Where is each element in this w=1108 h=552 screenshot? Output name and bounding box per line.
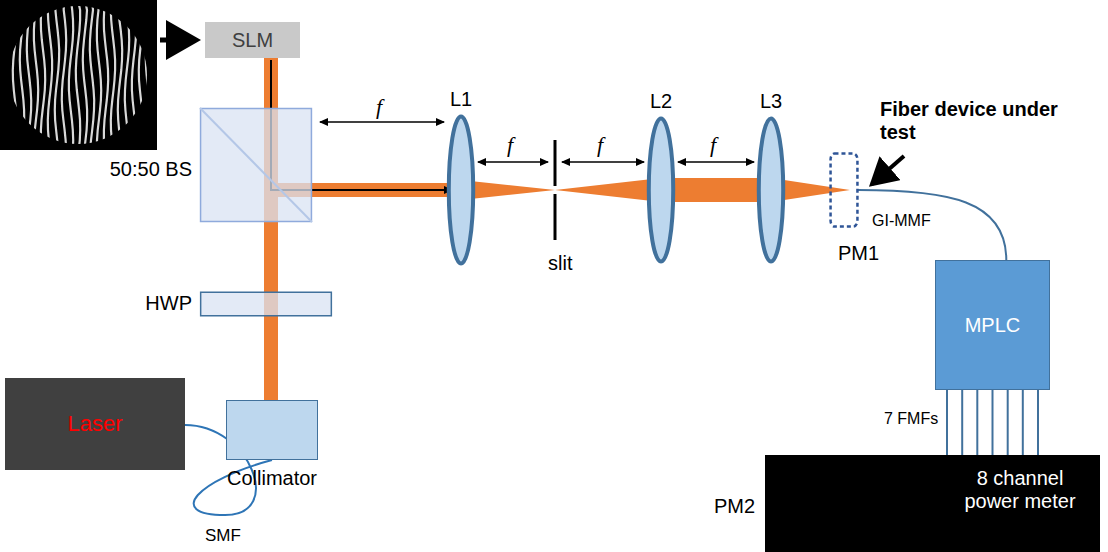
- node-label: 8 channel power meter: [950, 467, 1090, 513]
- fringe-line: [27, 0, 31, 150]
- fringe-line: [104, 0, 108, 150]
- distance-arrow: [478, 161, 548, 163]
- fringe-line: [41, 0, 45, 150]
- node-label: Collimator: [227, 467, 317, 490]
- focal-length-label: f: [376, 94, 382, 119]
- label-holder: MPLC: [936, 261, 1049, 389]
- image-arrow: [160, 38, 196, 43]
- fringe-line: [76, 0, 80, 150]
- node-label: 50:50 BS: [110, 158, 192, 181]
- pointer-arrow: [872, 156, 904, 184]
- distance-arrow: [678, 161, 754, 163]
- node-label: L3: [760, 90, 782, 113]
- fiber-connector: [858, 190, 1006, 260]
- lens: L3: [758, 117, 784, 263]
- lens: L2: [648, 117, 674, 263]
- node-label: SLM: [232, 29, 273, 52]
- collimated-beam: [661, 178, 771, 202]
- lens-outline: [448, 115, 474, 265]
- distance-arrow: [320, 121, 444, 123]
- node-label: PM2: [714, 495, 755, 518]
- lens-outline: [758, 117, 784, 263]
- fiber-connector: [1037, 390, 1039, 455]
- fringe-line: [55, 0, 59, 150]
- cube-outline: [200, 108, 312, 222]
- half-wave-plate: HWP: [200, 292, 332, 316]
- fiber-connector: [992, 390, 994, 455]
- annotation-label: GI-MMF: [872, 212, 931, 230]
- lens-outline: [648, 117, 674, 263]
- annotation-label: 7 FMFs: [884, 410, 938, 428]
- annotation-label: slit: [548, 252, 572, 275]
- fiber-connector: [976, 390, 978, 455]
- power-meter-box: PM28 channel power meter: [765, 455, 1100, 552]
- diverging-beam: [555, 178, 661, 202]
- label-holder: SLM: [205, 22, 300, 58]
- fiber-connector: [1022, 390, 1024, 455]
- fringe-line: [111, 0, 115, 150]
- plate-outline: [200, 292, 332, 316]
- slit: [554, 194, 557, 240]
- dashed-outline: [830, 152, 858, 228]
- node-label: HWP: [145, 292, 192, 315]
- fringe-line: [139, 0, 143, 150]
- annotation-label: Fiber device under test: [880, 98, 1080, 144]
- annotation-label: SMF: [205, 526, 241, 546]
- fringe-line: [97, 0, 101, 150]
- fringe-line: [62, 0, 66, 150]
- fringe-line: [13, 0, 17, 150]
- node-label: Laser: [67, 411, 122, 436]
- fringe-line: [125, 0, 129, 150]
- fringe-line: [6, 0, 10, 150]
- fringe-line: [146, 0, 150, 150]
- fringe-line: [132, 0, 136, 150]
- beam-splitter: 50:50 BS: [200, 108, 312, 222]
- distance-arrow: [562, 161, 644, 163]
- lens: L1: [448, 115, 474, 265]
- hologram-image: [0, 0, 157, 150]
- fringe-line: [69, 0, 73, 150]
- fringe-line: [90, 0, 94, 150]
- node-label: L1: [450, 88, 472, 111]
- fringe-line: [83, 0, 87, 150]
- slm-box: SLM: [205, 22, 300, 58]
- hologram-fringes: [6, 0, 157, 150]
- mplc-box: MPLC: [935, 260, 1050, 390]
- slit: [554, 140, 557, 186]
- power-meter-position: PM1: [830, 152, 858, 228]
- label-holder: Laser: [5, 378, 185, 470]
- fiber-connector: [961, 390, 963, 455]
- focal-length-label: f: [597, 132, 603, 157]
- fiber-connector: [1007, 390, 1009, 455]
- fringe-line: [20, 0, 24, 150]
- focal-length-label: f: [710, 132, 716, 157]
- fringe-line: [34, 0, 38, 150]
- collimator-box: Collimator: [226, 400, 318, 460]
- fringe-line: [118, 0, 122, 150]
- node-label: PM1: [838, 242, 879, 265]
- fiber-connector: [946, 390, 948, 455]
- fringe-line: [153, 0, 157, 150]
- laser-box: Laser: [5, 378, 185, 470]
- fringe-line: [48, 0, 52, 150]
- focal-length-label: f: [507, 132, 513, 157]
- node-label: L2: [650, 90, 672, 113]
- node-label: MPLC: [965, 314, 1021, 337]
